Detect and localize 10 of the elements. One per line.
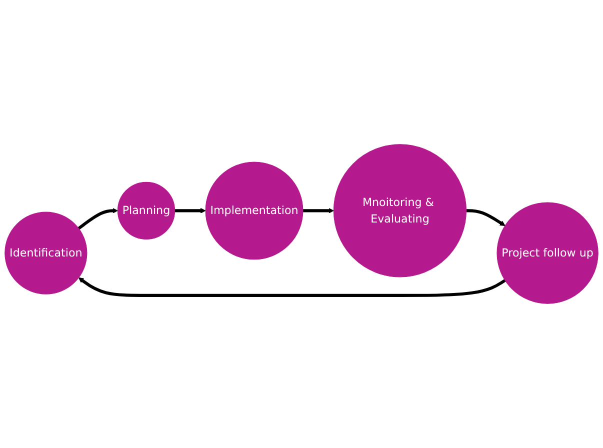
arrow [466,209,506,226]
node-circle: Project follow up [496,202,598,304]
arrow [302,208,334,214]
arrow [174,208,206,214]
node-circle: Mnoitoring & Evaluating [333,144,467,278]
arrow [78,208,118,230]
node-circle: Planning [117,182,176,240]
node-circle: Implementation [205,162,304,260]
arrow [78,277,506,297]
node-circle: Identification [4,212,88,294]
